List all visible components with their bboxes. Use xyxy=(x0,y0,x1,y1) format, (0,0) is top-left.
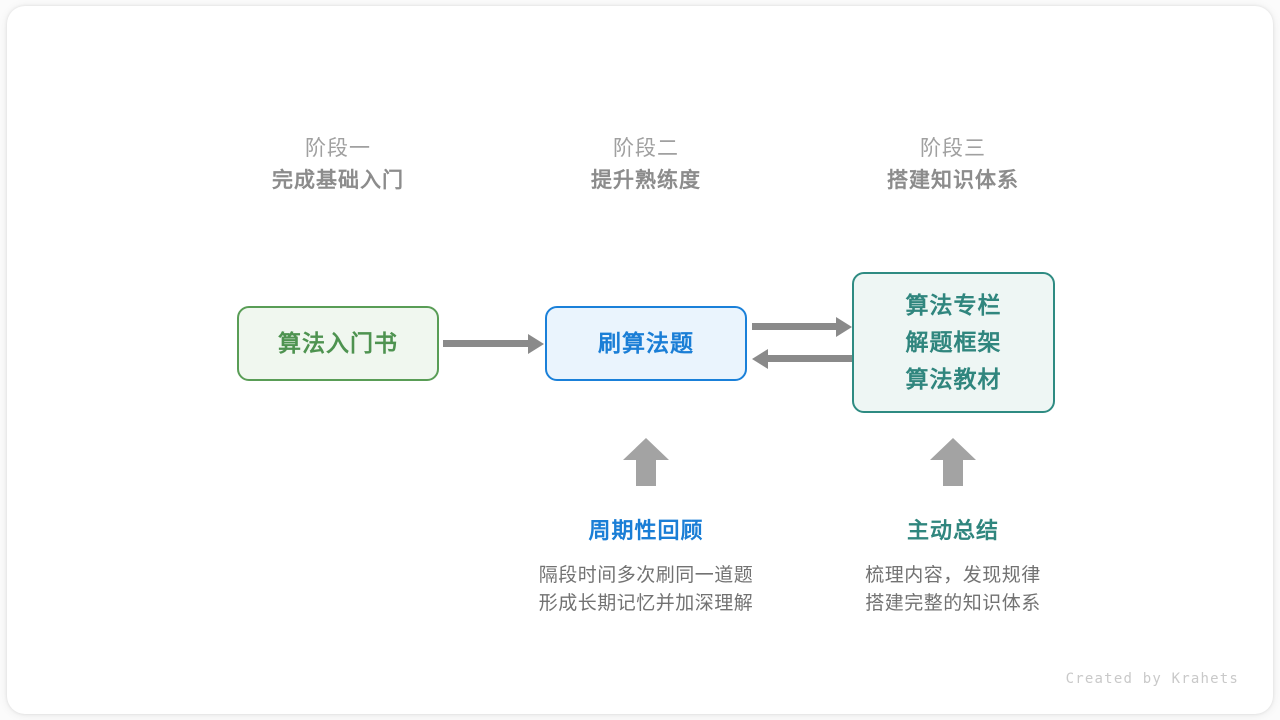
stage-label-3: 阶段三 xyxy=(920,137,986,160)
arrow-right-icon-book-to-practice xyxy=(443,333,544,354)
caption-title: 周期性回顾 xyxy=(588,518,704,543)
stage-label-1: 阶段一 xyxy=(305,137,371,160)
stage-header-1: 阶段一 完成基础入门 xyxy=(208,134,468,198)
stage-header-2: 阶段二 提升熟练度 xyxy=(516,134,776,198)
caption-periodic-review: 周期性回顾 隔段时间多次刷同一道题 形成长期记忆并加深理解 xyxy=(496,514,796,618)
node-label: 刷算法题 xyxy=(598,330,694,356)
caption-desc-line: 搭建完整的知识体系 xyxy=(865,593,1041,614)
stage-header-3: 阶段三 搭建知识体系 xyxy=(823,134,1083,198)
arrow-up-icon-review xyxy=(622,437,670,487)
node-box-algorithm-book[interactable]: 算法入门书 xyxy=(237,306,439,381)
arrow-up-icon-summary xyxy=(929,437,977,487)
caption-desc-line: 梳理内容，发现规律 xyxy=(865,565,1041,586)
caption-desc-line: 隔段时间多次刷同一道题 xyxy=(538,565,754,586)
node-label: 解题框架 xyxy=(905,329,1002,355)
caption-description: 梳理内容，发现规律 搭建完整的知识体系 xyxy=(803,562,1103,618)
node-box-resources[interactable]: 算法专栏 解题框架 算法教材 xyxy=(852,272,1055,413)
stage-label-2: 阶段二 xyxy=(613,137,679,160)
stage-title-3: 搭建知识体系 xyxy=(887,169,1019,192)
arrow-left-icon-resources-to-practice xyxy=(752,348,852,369)
node-box-practice-problems[interactable]: 刷算法题 xyxy=(545,306,747,381)
caption-description: 隔段时间多次刷同一道题 形成长期记忆并加深理解 xyxy=(496,562,796,618)
arrow-right-icon-practice-to-resources xyxy=(752,316,852,337)
caption-title: 主动总结 xyxy=(906,518,999,543)
caption-desc-line: 形成长期记忆并加深理解 xyxy=(538,593,754,614)
node-label: 算法教材 xyxy=(905,366,1002,392)
stage-title-2: 提升熟练度 xyxy=(591,169,701,192)
node-label: 算法入门书 xyxy=(278,330,398,356)
caption-active-summary: 主动总结 梳理内容，发现规律 搭建完整的知识体系 xyxy=(803,514,1103,618)
node-label: 算法专栏 xyxy=(905,292,1002,318)
stage-title-1: 完成基础入门 xyxy=(272,169,404,192)
diagram-card: 阶段一 完成基础入门 阶段二 提升熟练度 阶段三 搭建知识体系 算法入门书 刷算… xyxy=(7,6,1273,714)
watermark-credit: Created by Krahets xyxy=(1065,671,1239,687)
